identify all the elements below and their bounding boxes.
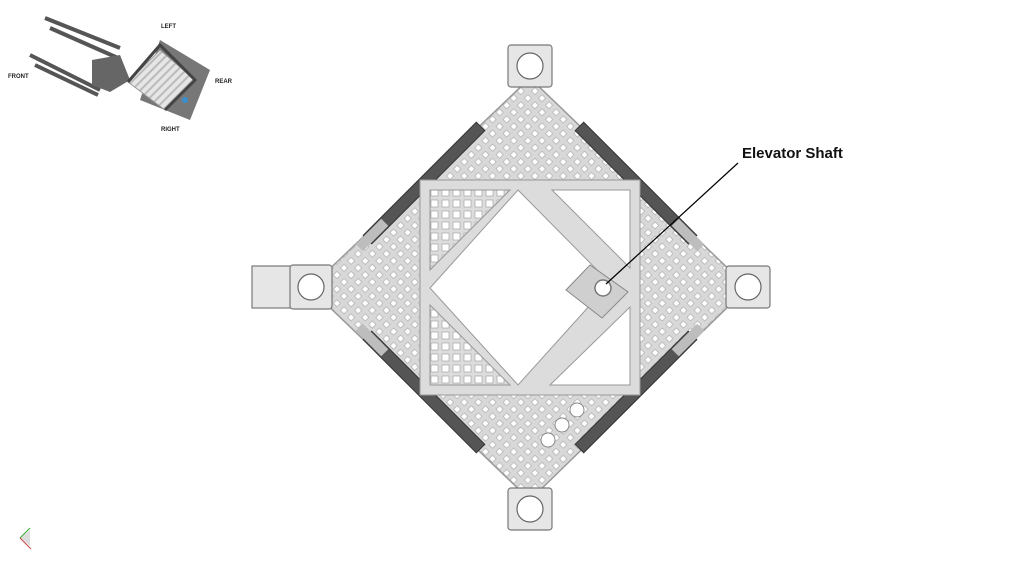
truss-frame [126, 42, 198, 112]
truss-upper [29, 16, 121, 97]
triangle-perf-lower [429, 303, 512, 386]
platform-top-view [251, 44, 771, 531]
round-holes [540, 402, 585, 448]
thumbnail-3d-view: FRONT LEFT REAR RIGHT [8, 16, 233, 133]
label-left: LEFT [161, 24, 176, 30]
label-rear: REAR [215, 79, 233, 85]
opening-lower-right [548, 305, 631, 386]
edge-beam-highlights [355, 218, 705, 357]
triangle-perf-upper [429, 189, 512, 272]
opening-upper-right [550, 189, 631, 270]
elevator-shaft-bracket [565, 264, 629, 319]
corner-post-holes [297, 52, 762, 523]
label-right: RIGHT [161, 127, 180, 133]
label-front: FRONT [8, 74, 29, 80]
axis-triad-icon [19, 527, 32, 550]
truss-hub [92, 55, 130, 92]
callout-elevator-shaft: Elevator Shaft [742, 145, 843, 162]
callout-leader-line [605, 162, 739, 285]
thumbnail-marker [182, 97, 188, 103]
